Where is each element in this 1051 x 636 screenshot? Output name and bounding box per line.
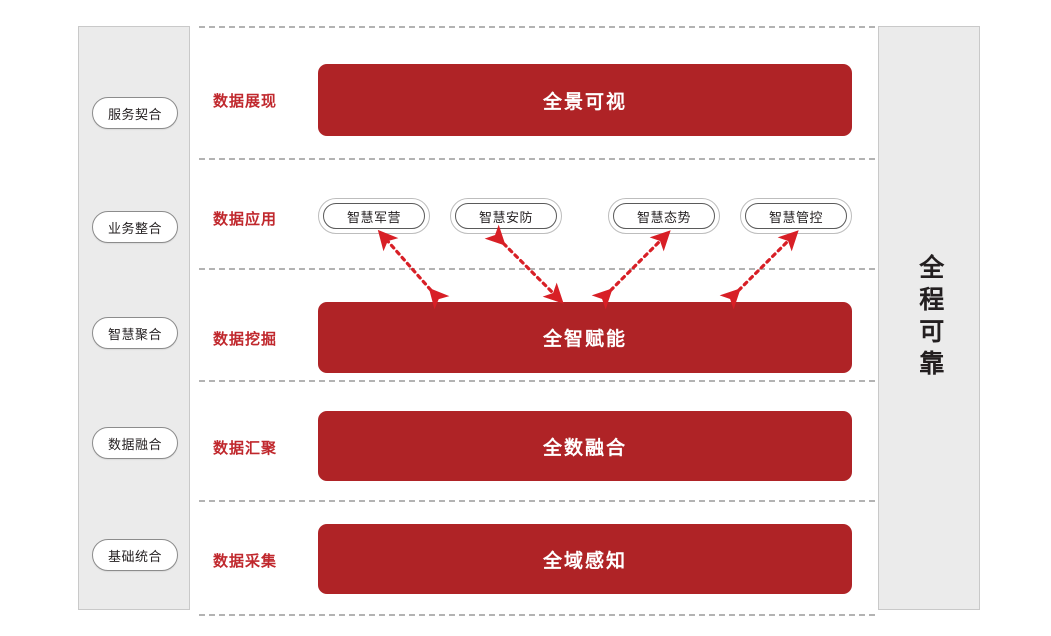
stage-pill-business[interactable]: 业务整合 — [92, 211, 178, 243]
app-pill-smart-control[interactable]: 智慧管控 — [740, 198, 852, 234]
capability-bar-empowerment[interactable]: 全智赋能 — [318, 302, 852, 373]
row-divider-1 — [199, 158, 875, 160]
stage-pill-label: 数据融合 — [107, 436, 162, 452]
capability-bar-panoramic[interactable]: 全景可视 — [318, 64, 852, 136]
stage-pill-label: 业务整合 — [107, 220, 162, 236]
app-pill-inner-ring: 智慧军营 — [323, 203, 425, 229]
app-pill-smart-situation[interactable]: 智慧态势 — [608, 198, 720, 234]
assurance-column: 全程可靠 — [878, 26, 980, 610]
app-pill-label: 智慧军营 — [346, 209, 401, 225]
row-label-presentation: 数据展现 — [213, 93, 278, 110]
capability-bar-label: 全智赋能 — [542, 329, 627, 350]
stage-pill-service[interactable]: 服务契合 — [92, 97, 178, 129]
app-pill-inner-ring: 智慧态势 — [613, 203, 715, 229]
row-label-aggregation: 数据汇聚 — [213, 440, 278, 457]
stage-pill-data-fusion[interactable]: 数据融合 — [92, 427, 178, 459]
row-label-application: 数据应用 — [213, 211, 278, 228]
capability-bar-label: 全域感知 — [542, 550, 627, 572]
app-pill-inner-ring: 智慧管控 — [745, 203, 847, 229]
capability-bar-fusion[interactable]: 全数融合 — [318, 411, 852, 481]
stage-pill-label: 服务契合 — [107, 106, 162, 122]
row-divider-top — [199, 26, 875, 28]
app-pill-label: 智慧管控 — [768, 209, 823, 225]
stage-pill-label: 智慧聚合 — [107, 326, 162, 342]
row-divider-2 — [199, 268, 875, 270]
capability-bar-perception[interactable]: 全域感知 — [318, 524, 852, 594]
row-label-collection: 数据采集 — [213, 553, 278, 570]
arrow-connector-3 — [591, 230, 671, 310]
row-divider-3 — [199, 380, 875, 382]
app-pill-inner-ring: 智慧安防 — [455, 203, 557, 229]
arrow-connector-4 — [719, 230, 799, 310]
maturity-stage-column: 服务契合 业务整合 智慧聚合 数据融合 基础统合 — [78, 26, 190, 610]
app-pill-smart-barracks[interactable]: 智慧军营 — [318, 198, 430, 234]
app-pill-smart-security[interactable]: 智慧安防 — [450, 198, 562, 234]
assurance-column-label: 全程可靠 — [915, 254, 944, 382]
capability-bar-label: 全景可视 — [542, 91, 627, 113]
row-divider-bottom — [199, 614, 875, 616]
stage-pill-intelligence[interactable]: 智慧聚合 — [92, 317, 178, 349]
row-divider-4 — [199, 500, 875, 502]
stage-pill-foundation[interactable]: 基础统合 — [92, 539, 178, 571]
row-label-mining: 数据挖掘 — [213, 331, 278, 348]
arrow-connector-2 — [484, 224, 564, 304]
capability-bar-label: 全数融合 — [542, 437, 627, 459]
stage-pill-label: 基础统合 — [107, 548, 162, 564]
app-pill-label: 智慧态势 — [636, 209, 691, 225]
app-pill-label: 智慧安防 — [478, 209, 533, 225]
arrow-connector-1 — [377, 229, 450, 310]
